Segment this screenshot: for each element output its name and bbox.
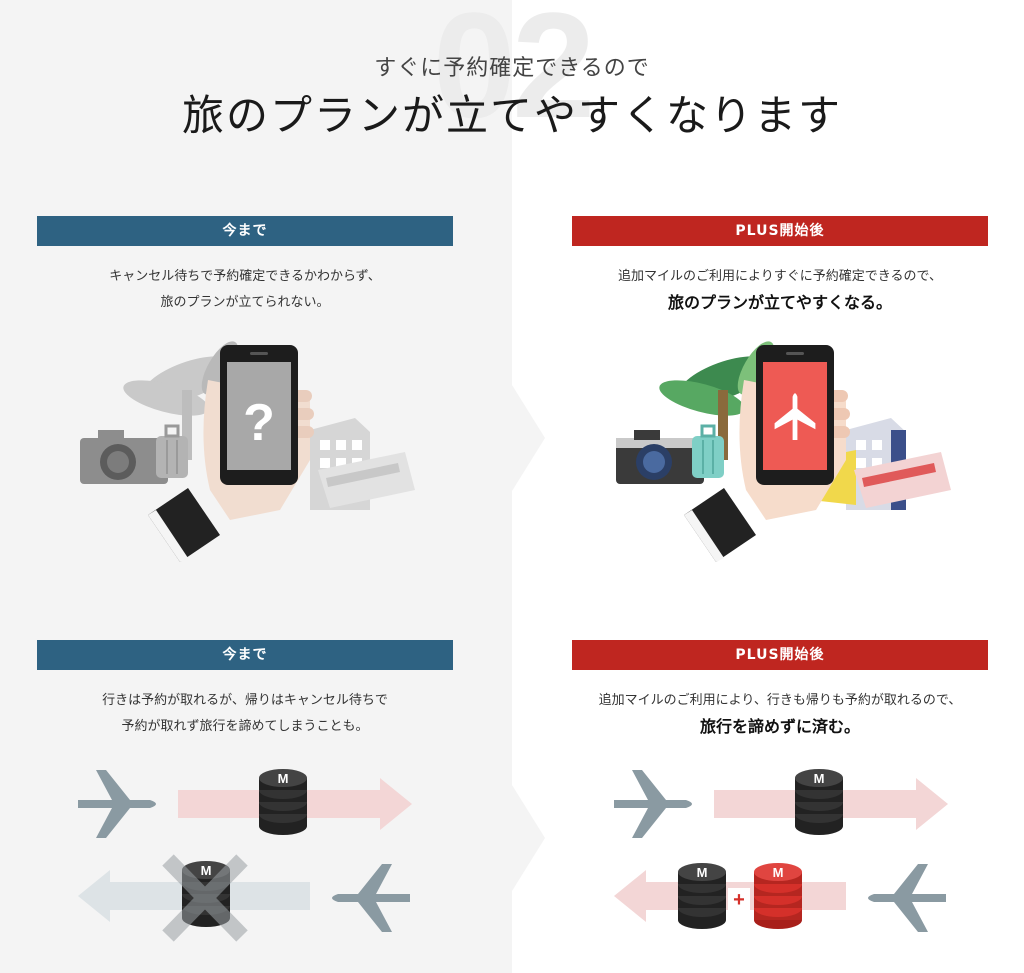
ticket-icon [318,452,415,508]
coin-stack-icon: M [795,769,843,835]
camera-icon [616,430,704,484]
before-banner: 今まで [37,216,453,246]
panel-before-2: 今まで 行きは予約が取れるが、帰りはキャンセル待ちで 予約が取れず旅行を諦めてし… [37,640,453,740]
panel-before-1: 今まで キャンセル待ちで予約確定できるかわからず、 旅のプランが立てられない。 [37,216,453,316]
airplane-icon [614,770,692,838]
question-icon: ? [243,394,275,452]
suitcase-icon [156,424,188,478]
suitcase-icon [692,424,724,478]
panel-after-2: PLUS開始後 追加マイルのご利用により、行きも帰りも予約が取れるので、 旅行を… [572,640,988,740]
round-trip-illustration-before: M M [78,769,412,942]
plus-icon: + [728,888,750,911]
after-banner: PLUS開始後 [572,216,988,246]
svg-text:+: + [733,889,745,911]
round-trip-illustration-after: M M + M [614,769,948,932]
after-banner: PLUS開始後 [572,640,988,670]
before-description: 行きは予約が取れるが、帰りはキャンセル待ちで 予約が取れず旅行を諦めてしまうこと… [102,693,388,734]
airplane-icon [332,864,410,932]
airplane-icon [868,864,946,932]
panel-after-1: PLUS開始後 追加マイルのご利用によりすぐに予約確定できるので、 旅のプランが… [572,216,988,316]
svg-text:M: M [201,863,212,878]
smartphone-icon: ? [220,345,298,485]
page-subtitle: すぐに予約確定できるので [374,56,650,81]
travel-illustration-before: ? [80,341,415,562]
after-description: 追加マイルのご利用によりすぐに予約確定できるので、 旅のプランが立てやすくなる。 [618,269,942,312]
svg-text:M: M [773,865,784,880]
svg-text:M: M [278,771,289,786]
after-description: 追加マイルのご利用により、行きも帰りも予約が取れるので、 旅行を諦めずに済む。 [598,693,962,736]
coin-stack-icon: M [754,863,802,929]
svg-text:M: M [697,865,708,880]
smartphone-icon [756,345,834,485]
before-description: キャンセル待ちで予約確定できるかわからず、 旅のプランが立てられない。 [109,269,381,310]
coin-stack-icon: M [678,863,726,929]
airplane-icon [78,770,156,838]
before-banner: 今まで [37,640,453,670]
cross-mark-icon [162,854,248,942]
travel-illustration-after [616,341,951,562]
svg-text:M: M [814,771,825,786]
camera-icon [80,430,168,484]
coin-stack-icon: M [259,769,307,835]
ticket-icon [854,452,951,508]
section-number: 02 [432,0,596,149]
page-title: 旅のプランが立てやすくなります [181,91,842,140]
